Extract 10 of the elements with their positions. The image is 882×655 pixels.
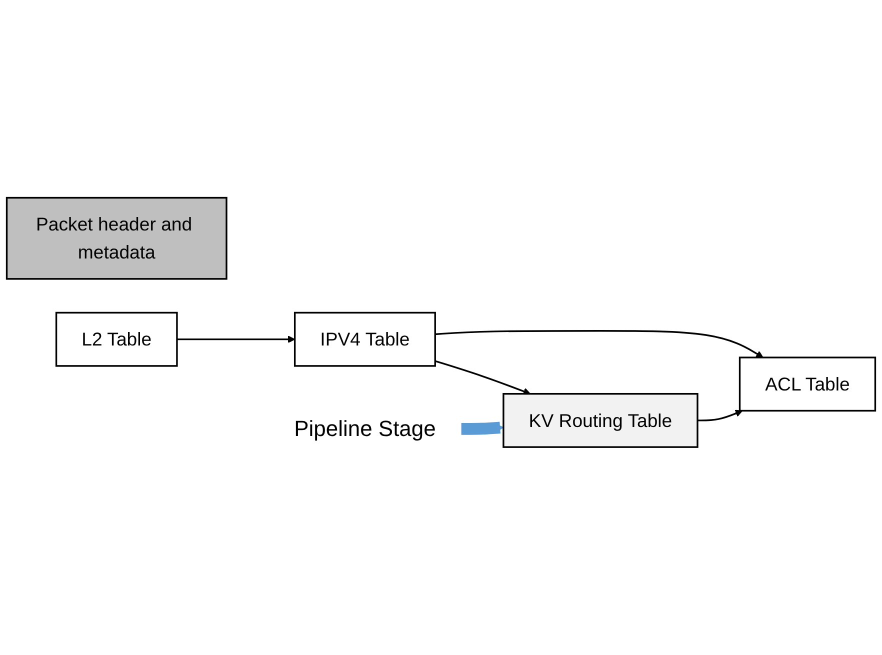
node-box: KV Routing Table <box>502 392 698 448</box>
node-box: L2 Table <box>55 311 178 366</box>
arrow <box>176 335 296 343</box>
node-box: Packet header and metadata <box>6 196 228 280</box>
node-text: Pipeline Stage <box>294 415 436 441</box>
node-box: IPV4 Table <box>294 311 436 366</box>
arrow <box>698 409 743 421</box>
node-box: ACL Table <box>738 356 876 412</box>
arrow <box>435 330 764 358</box>
arrow <box>434 360 531 395</box>
